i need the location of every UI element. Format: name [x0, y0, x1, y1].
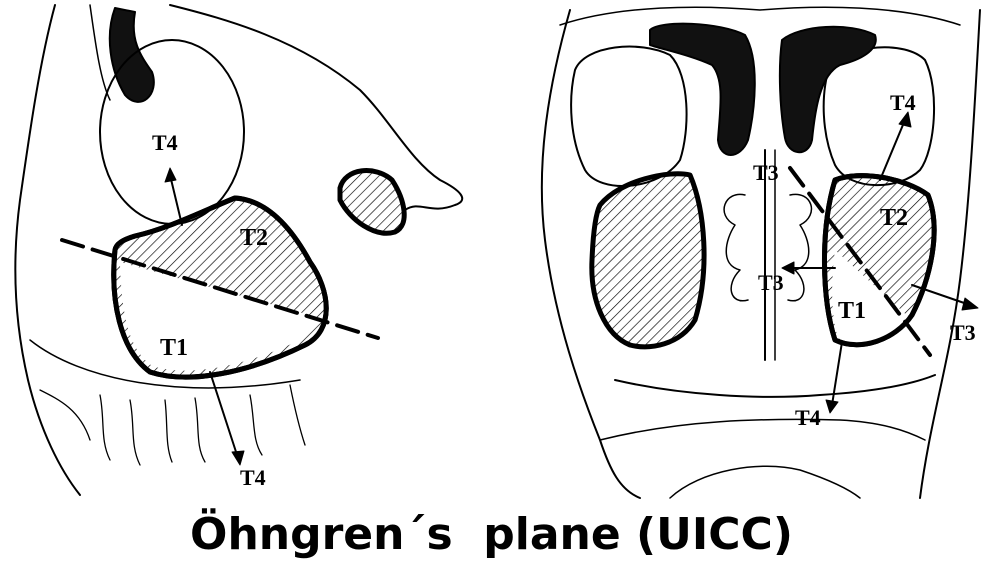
right-coronal-view	[542, 7, 980, 498]
left-sagittal-view	[15, 5, 462, 495]
left-nose-outline	[170, 5, 462, 210]
right-label-t3-mid: T3	[758, 270, 784, 295]
right-turbinates-left	[724, 194, 748, 300]
left-frontal-line	[90, 5, 110, 100]
right-label-t1: T1	[838, 298, 866, 324]
right-arrow-down	[832, 342, 842, 405]
left-nasal-blob	[340, 171, 404, 234]
caption: Öhngren´s plane (UICC)	[0, 500, 983, 569]
right-palate	[615, 375, 935, 397]
right-arrow-up	[880, 120, 905, 180]
right-orbit-right	[824, 47, 934, 185]
left-label-t2: T2	[240, 225, 268, 251]
left-label-t1: T1	[160, 335, 188, 361]
right-maxillary-sinus-left	[592, 174, 704, 347]
right-label-t3-upper: T3	[753, 160, 779, 185]
right-label-t3-right: T3	[950, 320, 976, 345]
right-turbinates-right	[788, 194, 811, 300]
right-label-t4-top: T4	[890, 90, 916, 115]
left-label-t4-bottom: T4	[240, 465, 266, 490]
right-ethmoid-right	[780, 27, 876, 152]
left-arrow-down	[210, 372, 238, 458]
left-arrow-up	[170, 175, 182, 225]
left-skull-outline	[15, 5, 80, 495]
right-label-t4-bottom: T4	[795, 405, 821, 430]
right-ethmoid-left	[650, 24, 755, 155]
right-orbit-left	[571, 47, 686, 186]
left-label-t4-top: T4	[152, 130, 178, 155]
right-label-t2: T2	[880, 205, 908, 231]
figure-area: T4 T2 T1 T4	[0, 0, 983, 500]
left-teeth	[40, 385, 305, 465]
